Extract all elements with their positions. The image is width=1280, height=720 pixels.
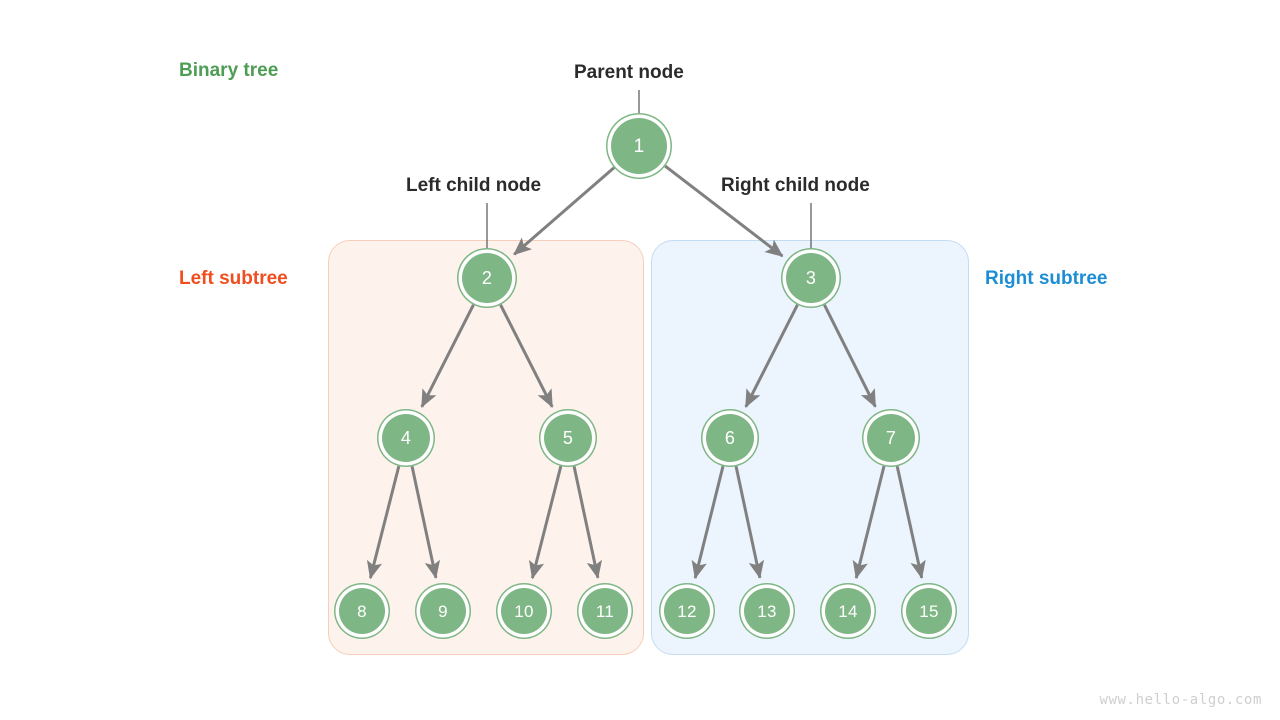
tree-node-4[interactable]: 4 (382, 414, 430, 462)
tree-node-label: 5 (562, 428, 574, 448)
tree-node-label: 13 (757, 601, 777, 621)
tree-node-3[interactable]: 3 (786, 253, 836, 303)
tree-node-6[interactable]: 6 (706, 414, 754, 462)
caption-leader-group (486, 90, 812, 251)
tree-node-label: 14 (838, 601, 858, 621)
caption-right-child-node: Right child node (721, 175, 870, 196)
tree-edge-group (366, 164, 926, 580)
tree-edge-5-to-11 (572, 466, 603, 579)
tree-node-label: 15 (919, 601, 939, 621)
tree-node-5[interactable]: 5 (544, 414, 592, 462)
tree-node-11[interactable]: 11 (582, 588, 628, 634)
tree-edge-7-to-14 (852, 465, 886, 580)
caption-parent-node: Parent node (574, 62, 684, 83)
right-subtree-panel (651, 240, 969, 655)
tree-node-label: 7 (885, 428, 897, 448)
tree-node-label: 12 (677, 601, 697, 621)
tree-node-label: 6 (724, 428, 736, 448)
tree-node-label: 9 (438, 601, 448, 621)
tree-node-8[interactable]: 8 (339, 588, 385, 634)
tree-node-9[interactable]: 9 (420, 588, 466, 634)
tree-node-label: 3 (805, 268, 817, 288)
tree-node-label: 8 (357, 601, 367, 621)
tree-node-14[interactable]: 14 (825, 588, 871, 634)
caption-left-child-node: Left child node (406, 175, 542, 196)
tree-node-label: 11 (595, 601, 615, 621)
tree-edge-4-to-9 (410, 466, 441, 579)
tree-edge-3-to-6 (744, 304, 799, 408)
caption-right-subtree: Right subtree (985, 268, 1108, 289)
diagram-title: Binary tree (179, 60, 279, 81)
tree-node-label: 2 (481, 268, 493, 288)
tree-node-label: 1 (633, 135, 645, 157)
tree-node-label: 10 (514, 601, 534, 621)
tree-edge-2-to-5 (499, 304, 554, 408)
tree-node-12[interactable]: 12 (664, 588, 710, 634)
tree-node-2[interactable]: 2 (462, 253, 512, 303)
tree-edge-1-to-3 (664, 164, 784, 258)
tree-edge-1-to-2 (513, 166, 616, 256)
tree-edge-6-to-13 (734, 466, 765, 579)
tree-edge-7-to-15 (895, 466, 926, 579)
watermark: www.hello-algo.com (1099, 692, 1262, 708)
left-subtree-panel (328, 240, 644, 655)
tree-edge-5-to-10 (528, 465, 563, 580)
tree-node-15[interactable]: 15 (906, 588, 952, 634)
tree-node-1[interactable]: 1 (611, 118, 667, 174)
tree-edge-6-to-12 (691, 465, 725, 580)
tree-edge-4-to-8 (366, 465, 401, 580)
tree-edge-2-to-4 (420, 304, 475, 408)
tree-node-10[interactable]: 10 (501, 588, 547, 634)
tree-node-label: 4 (400, 428, 412, 448)
tree-edge-3-to-7 (823, 304, 877, 408)
tree-node-7[interactable]: 7 (867, 414, 915, 462)
caption-left-subtree: Left subtree (179, 268, 288, 289)
tree-node-13[interactable]: 13 (744, 588, 790, 634)
